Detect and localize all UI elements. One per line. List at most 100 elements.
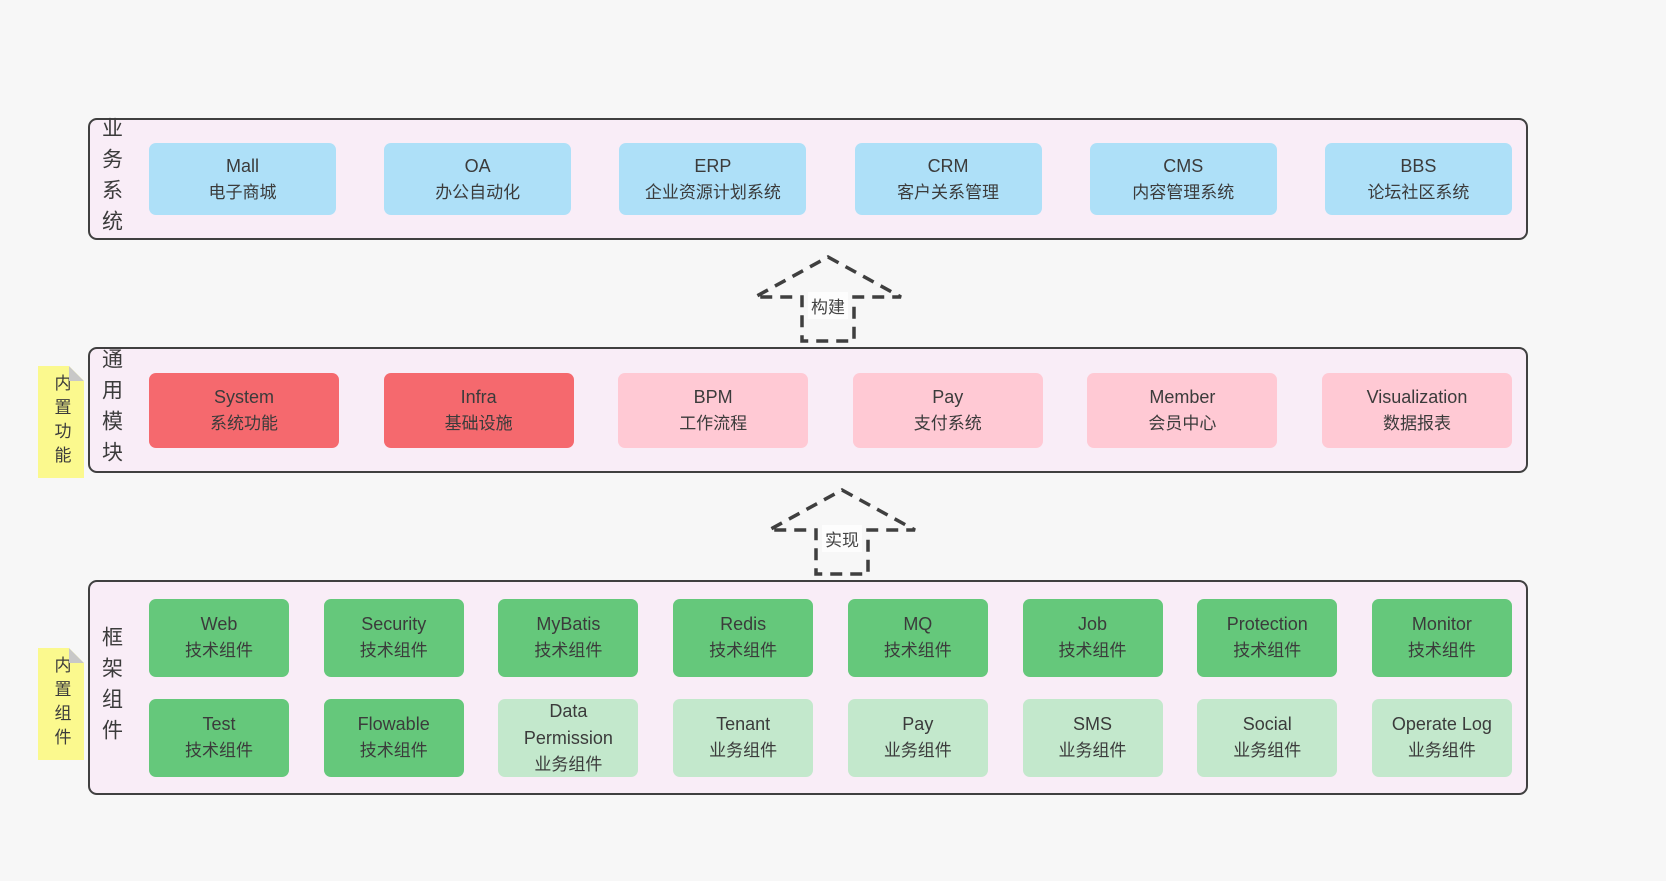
module-box-flowable: Flowable 技术组件 bbox=[323, 698, 464, 777]
module-name: Member bbox=[1149, 386, 1216, 407]
module-box-sms: SMS 业务组件 bbox=[1022, 698, 1163, 777]
module-desc: 论坛社区系统 bbox=[1367, 182, 1470, 202]
layer-modules-label: 通用模块 bbox=[99, 348, 123, 472]
module-name: Data Permission bbox=[523, 700, 613, 748]
module-desc: 技术组件 bbox=[1407, 641, 1476, 661]
module-desc: 内容管理系统 bbox=[1132, 182, 1235, 202]
module-desc: 基础设施 bbox=[444, 413, 513, 433]
note-framework-label: 内置组件 bbox=[51, 656, 71, 752]
module-box-job: Job 技术组件 bbox=[1022, 598, 1163, 677]
sticky-note-built-in-features: 内置功能 bbox=[38, 366, 84, 478]
note-modules-label: 内置功能 bbox=[51, 374, 71, 470]
module-desc: 业务组件 bbox=[1407, 741, 1476, 761]
module-name: Infra bbox=[460, 386, 497, 407]
module-name: Security bbox=[361, 614, 427, 635]
dashed-up-arrow-icon bbox=[754, 255, 902, 343]
module-desc: 业务组件 bbox=[534, 754, 603, 774]
layer-label-column: 业务系统 bbox=[90, 117, 132, 241]
module-desc: 客户关系管理 bbox=[897, 182, 1000, 202]
module-desc: 业务组件 bbox=[1058, 741, 1127, 761]
module-desc: 技术组件 bbox=[1233, 641, 1302, 661]
note-fold-corner-icon bbox=[69, 366, 84, 381]
module-name: Protection bbox=[1226, 614, 1308, 635]
module-name: Job bbox=[1078, 614, 1108, 635]
module-name: Tenant bbox=[716, 714, 771, 735]
module-name: Web bbox=[200, 614, 238, 635]
module-desc: 系统功能 bbox=[210, 413, 278, 433]
module-box-oa: OA 办公自动化 bbox=[384, 143, 572, 215]
module-desc: 技术组件 bbox=[359, 641, 428, 661]
module-desc: 技术组件 bbox=[883, 641, 952, 661]
module-desc: 技术组件 bbox=[359, 741, 428, 761]
module-box-member: Member 会员中心 bbox=[1087, 372, 1278, 448]
module-name: CMS bbox=[1163, 155, 1204, 176]
module-name: Visualization bbox=[1366, 386, 1468, 407]
sticky-note-built-in-components: 内置组件 bbox=[38, 648, 84, 760]
layer-framework-label: 框架组件 bbox=[99, 625, 123, 750]
module-name: SMS bbox=[1073, 714, 1113, 735]
module-desc: 业务组件 bbox=[709, 741, 778, 761]
module-name: MQ bbox=[903, 614, 933, 635]
module-name: MyBatis bbox=[536, 614, 601, 635]
module-box-bbs: BBS 论坛社区系统 bbox=[1324, 143, 1512, 215]
module-box-social: Social 业务组件 bbox=[1197, 698, 1338, 777]
module-desc: 技术组件 bbox=[534, 641, 603, 661]
module-box-monitor: Monitor 技术组件 bbox=[1371, 598, 1512, 677]
module-name: Monitor bbox=[1411, 614, 1472, 635]
module-box-operate-log: Operate Log 业务组件 bbox=[1371, 698, 1512, 777]
module-box-cms: CMS 内容管理系统 bbox=[1089, 143, 1277, 215]
module-desc: 办公自动化 bbox=[435, 182, 521, 202]
layer-common-modules: 通用模块 System 系统功能 Infra 基础设施 BPM 工作流程 Pay 支付系统 Me… bbox=[88, 347, 1528, 473]
module-desc: 技术组件 bbox=[185, 641, 253, 661]
module-box-web: Web 技术组件 bbox=[149, 598, 289, 677]
module-box-infra: Infra 基础设施 bbox=[383, 372, 574, 448]
module-name: Redis bbox=[720, 614, 767, 635]
module-box-protection: Protection 技术组件 bbox=[1197, 598, 1338, 677]
layer-framework-components: 框架组件 Web 技术组件 Security 技术组件 MyBatis 技术组件 Redis… bbox=[88, 580, 1528, 795]
layer-business-label: 业务系统 bbox=[99, 117, 123, 241]
module-desc: 企业资源计划系统 bbox=[644, 182, 781, 202]
module-box-pay: Pay 支付系统 bbox=[852, 372, 1043, 448]
layer-label-column: 通用模块 bbox=[90, 348, 132, 472]
module-desc: 工作流程 bbox=[679, 413, 748, 433]
dashed-up-arrow-icon bbox=[768, 488, 916, 576]
module-box-security: Security 技术组件 bbox=[323, 598, 464, 677]
build-arrow-icon: 构建 bbox=[752, 254, 904, 344]
layer-label-column: 框架组件 bbox=[90, 582, 132, 793]
module-name: Pay bbox=[932, 386, 964, 407]
module-name: OA bbox=[464, 155, 491, 176]
module-desc: 技术组件 bbox=[1058, 641, 1127, 661]
module-box-mq: MQ 技术组件 bbox=[847, 598, 988, 677]
module-name: Social bbox=[1242, 714, 1292, 735]
module-name: Pay bbox=[902, 714, 934, 735]
module-box-tenant: Tenant 业务组件 bbox=[673, 698, 814, 777]
module-desc: 会员中心 bbox=[1148, 413, 1217, 433]
module-name: Test bbox=[202, 714, 236, 735]
module-name: System bbox=[213, 386, 274, 407]
note-fold-corner-icon bbox=[69, 648, 84, 663]
module-name: Mall bbox=[225, 155, 259, 176]
module-name: BBS bbox=[1400, 155, 1437, 176]
module-desc: 技术组件 bbox=[185, 741, 253, 761]
implement-arrow-label: 实现 bbox=[822, 525, 862, 552]
module-desc: 支付系统 bbox=[913, 413, 982, 433]
module-desc: 业务组件 bbox=[1233, 741, 1302, 761]
module-name: Operate Log bbox=[1391, 714, 1492, 735]
module-name: BPM bbox=[693, 386, 733, 407]
module-box-bpm: BPM 工作流程 bbox=[618, 372, 809, 448]
module-box-test: Test 技术组件 bbox=[149, 698, 289, 777]
module-box-mall: Mall 电子商城 bbox=[149, 143, 336, 215]
build-arrow-label: 构建 bbox=[808, 292, 848, 319]
module-box-mybatis: MyBatis 技术组件 bbox=[498, 598, 639, 677]
modules-boxes: System 系统功能 Infra 基础设施 BPM 工作流程 Pay 支付系统 Member 会… bbox=[132, 349, 1526, 471]
module-desc: 电子商城 bbox=[208, 182, 277, 202]
module-name: Flowable bbox=[357, 714, 430, 735]
